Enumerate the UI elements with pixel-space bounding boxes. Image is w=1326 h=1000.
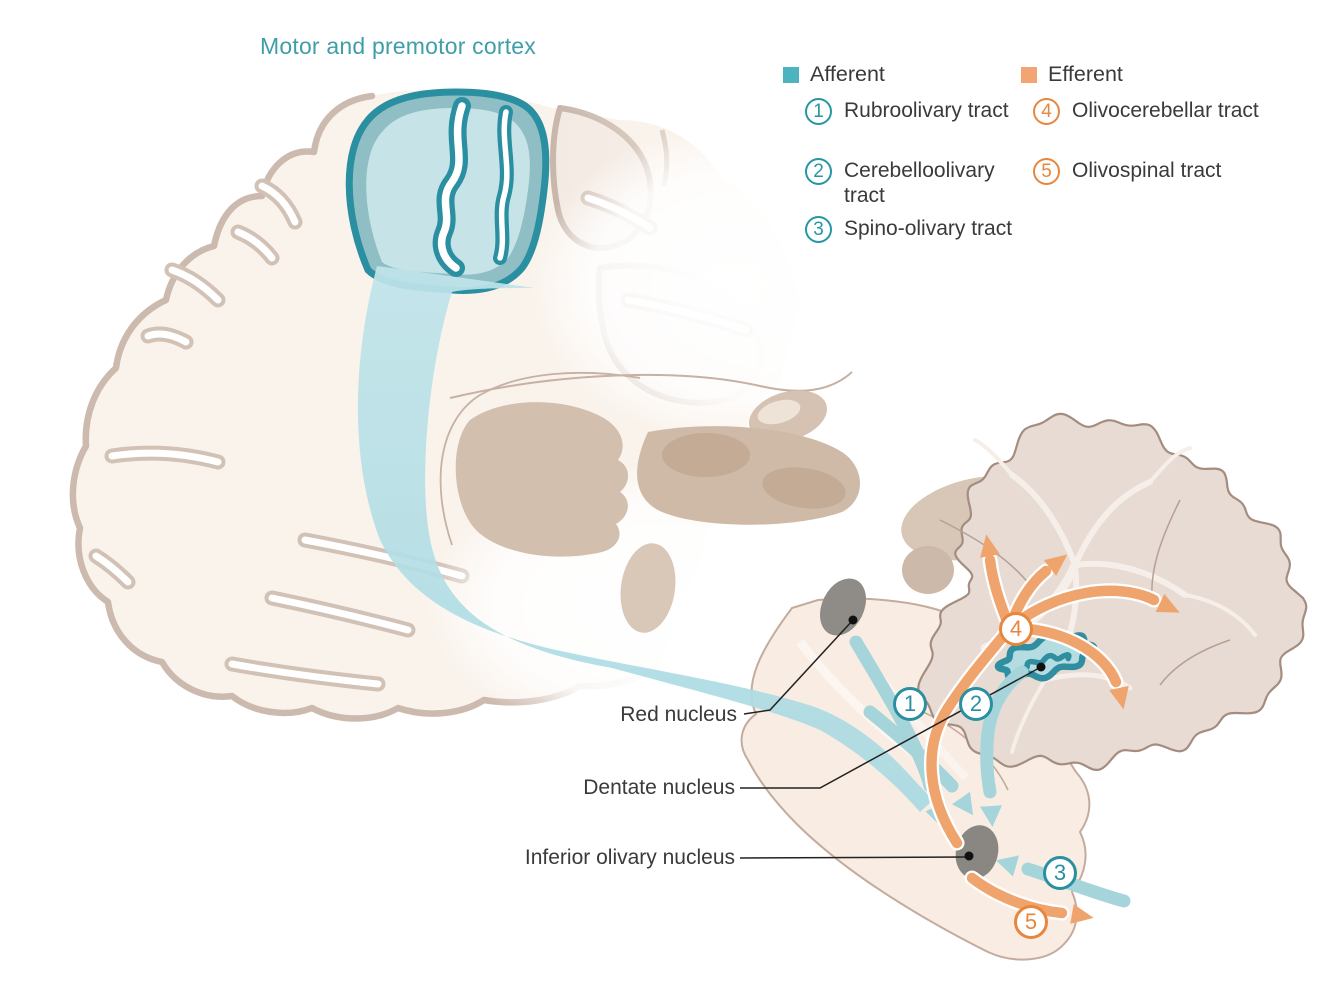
legend-num-4-icon: 4 <box>1033 98 1060 125</box>
legend-num-3-icon: 3 <box>805 216 832 243</box>
teardrop-nucleus <box>620 543 676 633</box>
label-inferior-olivary-nucleus: Inferior olivary nucleus <box>524 846 735 869</box>
motor-cortex <box>345 88 550 294</box>
legend-item-label: Cerebelloolivary tract <box>844 159 995 207</box>
label-red-nucleus: Red nucleus <box>620 703 737 726</box>
spinoolivary-band <box>1021 862 1131 908</box>
marker-5-olivospinal: 5 <box>1014 905 1048 939</box>
legend-efferent-header: Efferent <box>1021 62 1123 87</box>
legend-item-label: Olivocerebellar tract <box>1072 99 1259 122</box>
legend-item-olivocerebellar: 4 Olivocerebellar tract <box>1033 98 1259 125</box>
olivospinal-band <box>966 872 1068 919</box>
legend-efferent-label: Efferent <box>1048 62 1123 86</box>
caudate <box>455 402 629 557</box>
afferent-color-swatch <box>783 66 799 83</box>
legend-item-label: Olivospinal tract <box>1072 159 1222 182</box>
legend-item-spinoolivary: 3 Spino-olivary tract <box>805 216 1012 243</box>
central-band <box>863 705 959 793</box>
legend-num-1-icon: 1 <box>805 98 832 125</box>
marker-2-cerebelloolivary: 2 <box>959 687 993 721</box>
page-title: Motor and premotor cortex <box>260 33 537 59</box>
legend-num-2-icon: 2 <box>805 158 832 185</box>
inferior-olivary-nucleus <box>955 825 999 879</box>
marker-3-spinoolivary: 3 <box>1043 856 1077 890</box>
sulci <box>88 178 754 692</box>
legend-afferent-header: Afferent <box>783 62 885 87</box>
efferent-color-swatch <box>1021 66 1037 83</box>
legend-item-label: Spino-olivary tract <box>844 217 1013 240</box>
leader-dots <box>848 615 1046 861</box>
label-dentate-nucleus: Dentate nucleus <box>583 776 735 799</box>
cerebrum-outline <box>69 92 664 722</box>
efferent-arrowheads <box>980 534 1180 924</box>
marker-4-olivocerebellar: 4 <box>999 612 1033 646</box>
legend-item-rubroolivary: 1 Rubroolivary tract <box>805 98 1016 125</box>
interior-fade2 <box>530 125 940 445</box>
legend-item-cerebelloolivary: 2 Cerebelloolivary tract <box>805 158 1016 208</box>
cerebelloolivary-band <box>980 665 1029 799</box>
legend-item-label: Rubroolivary tract <box>844 99 1009 122</box>
legend-num-5-icon: 5 <box>1033 158 1060 185</box>
olivocerebellar-band <box>926 622 1016 849</box>
marker-1-rubroolivary: 1 <box>893 687 927 721</box>
legend-item-olivospinal: 5 Olivospinal tract <box>1033 158 1221 185</box>
legend-afferent-label: Afferent <box>810 62 885 86</box>
